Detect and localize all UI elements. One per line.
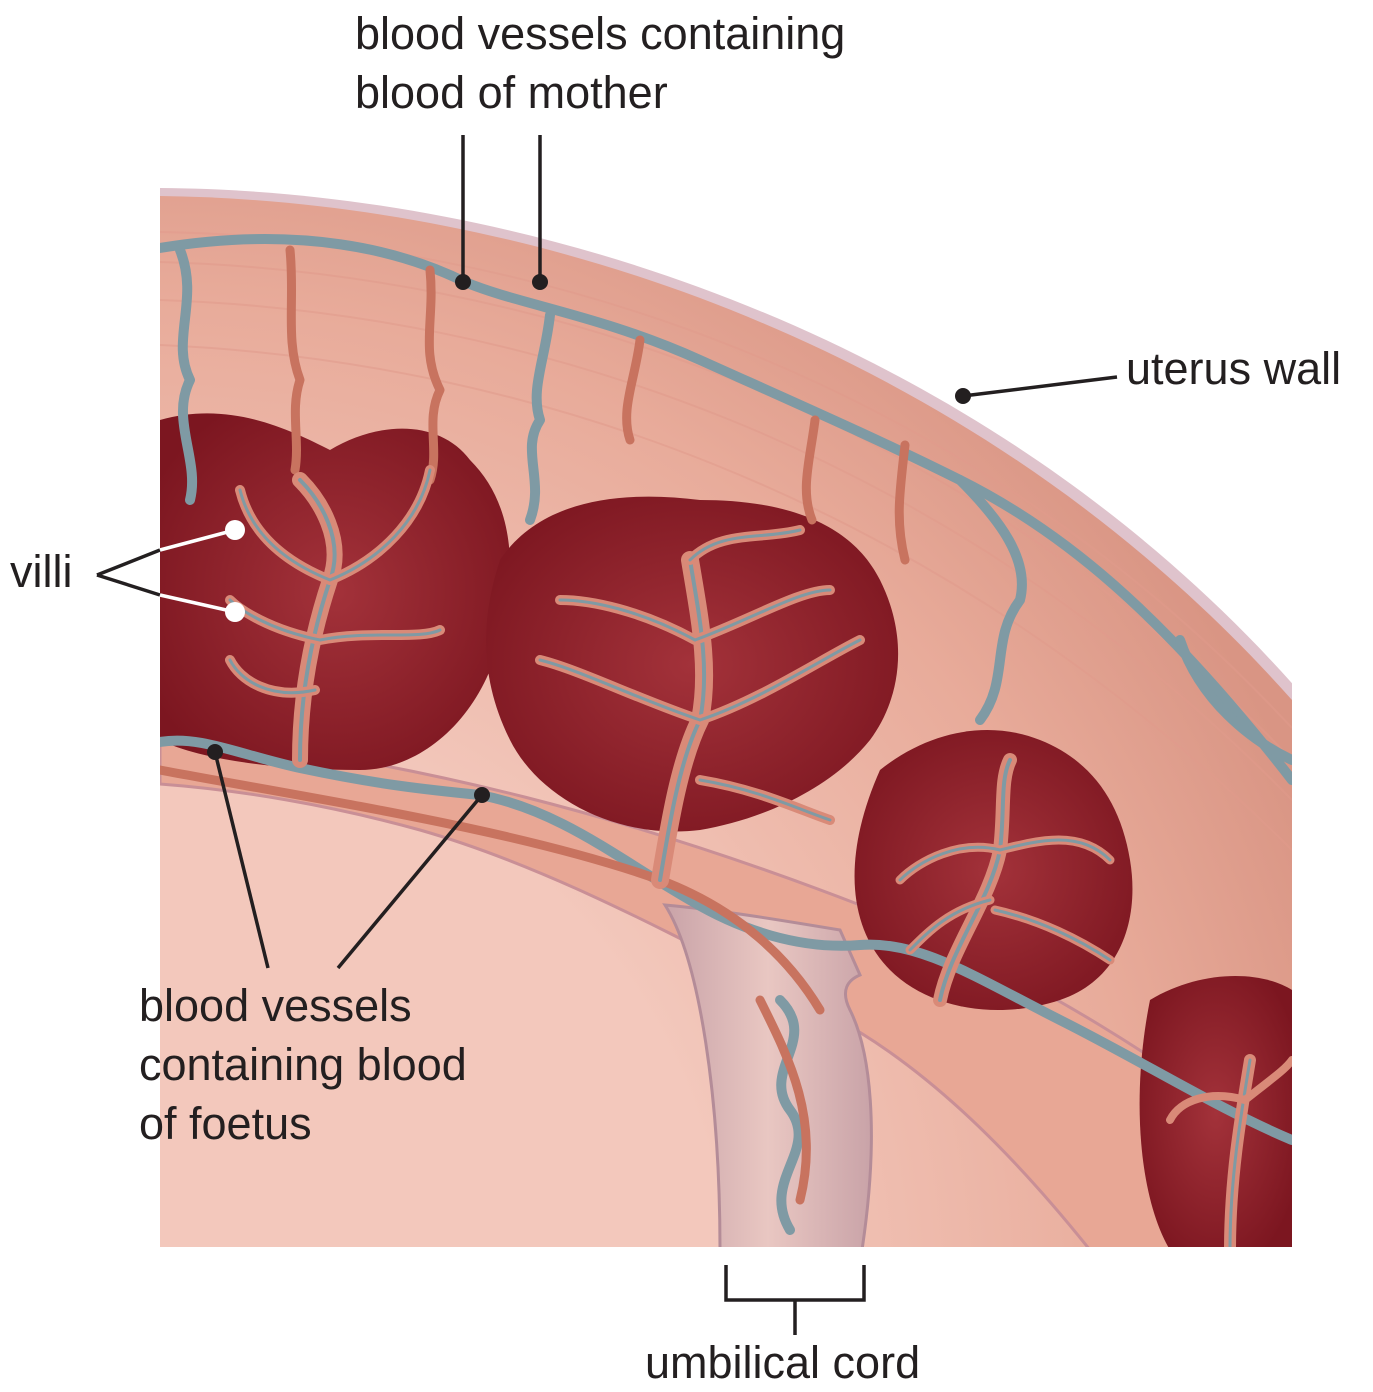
umbilical-cord-bracket bbox=[726, 1265, 864, 1335]
label-foetus-vessels: blood vessels containing blood of foetus bbox=[139, 976, 467, 1153]
villi-marker-1 bbox=[225, 520, 245, 540]
label-mother-vessels-line-1: blood vessels containing bbox=[355, 4, 845, 63]
label-uterus-wall: uterus wall bbox=[1126, 339, 1341, 398]
label-foetus-vessels-line-1: blood vessels bbox=[139, 976, 467, 1035]
label-umbilical-cord: umbilical cord bbox=[645, 1333, 920, 1392]
mother-vessel-marker-1 bbox=[455, 274, 471, 290]
label-villi: villi bbox=[10, 542, 73, 601]
uterus-wall-marker bbox=[955, 388, 971, 404]
label-mother-vessels-line-2: blood of mother bbox=[355, 63, 845, 122]
label-foetus-vessels-line-3: of foetus bbox=[139, 1094, 467, 1153]
label-mother-vessels: blood vessels containing blood of mother bbox=[355, 4, 845, 122]
foetal-vessel-marker-2 bbox=[474, 787, 490, 803]
villi-marker-2 bbox=[225, 602, 245, 622]
label-foetus-vessels-line-2: containing blood bbox=[139, 1035, 467, 1094]
foetal-vessel-marker-1 bbox=[207, 744, 223, 760]
mother-vessel-marker-2 bbox=[532, 274, 548, 290]
